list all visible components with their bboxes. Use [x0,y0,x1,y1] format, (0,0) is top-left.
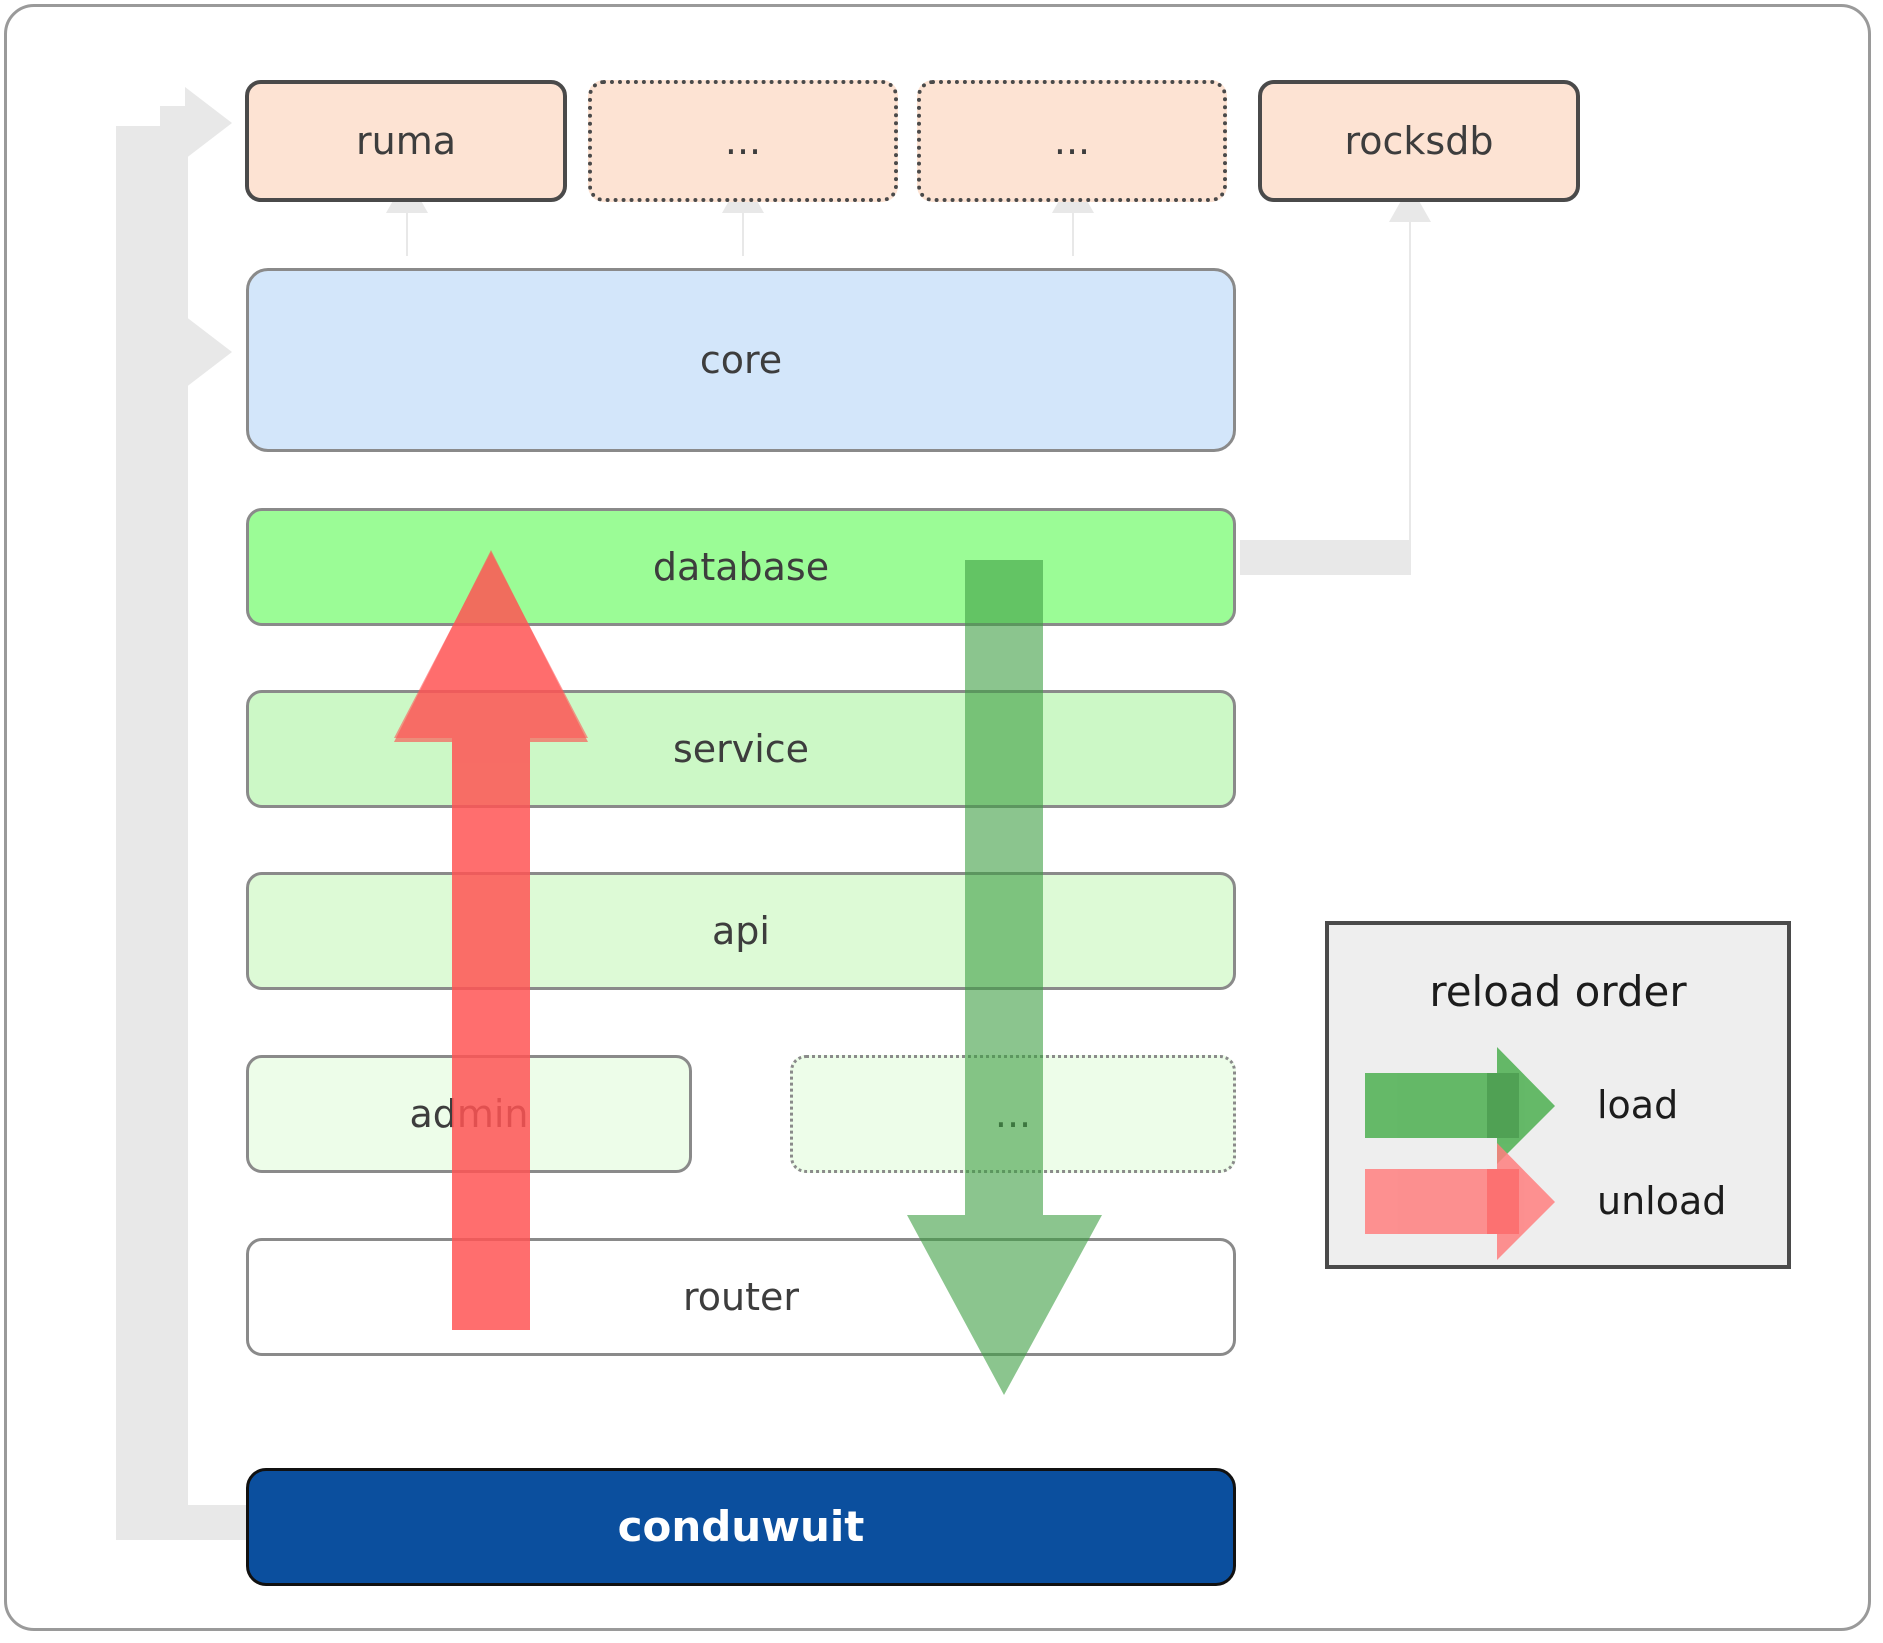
legend-title: reload order [1429,967,1687,1016]
diagram-frame [4,4,1871,1631]
layer-box-database[interactable]: database [246,508,1236,626]
layer-label-dots3: ... [994,1092,1032,1136]
layer-box-router[interactable]: router [246,1238,1236,1356]
crate-label-ruma: ruma [355,119,456,163]
layer-label-database: database [652,545,830,589]
binary-label-conduwuit: conduwuit [617,1502,865,1551]
legend-unload-arrow [1365,1143,1555,1260]
crate-label-dots2: ... [1053,119,1091,163]
layer-label-api: api [712,909,770,953]
crate-label-rocksdb: rocksdb [1344,119,1494,163]
binary-box-conduwuit[interactable]: conduwuit [246,1468,1236,1586]
layer-label-router: router [682,1275,800,1319]
legend-arrows [1365,1047,1555,1260]
crate-box-dots2[interactable]: ... [917,80,1227,202]
legend-label-unload: unload [1597,1179,1727,1223]
layer-box-core[interactable]: core [246,268,1236,452]
crate-box-ruma[interactable]: ruma [245,80,567,202]
layer-label-admin: admin [409,1092,529,1136]
crate-box-dots1[interactable]: ... [588,80,898,202]
layer-label-service: service [672,727,810,771]
layer-label-core: core [699,338,783,382]
layer-box-admin[interactable]: admin [246,1055,692,1173]
layer-box-dots3[interactable]: ... [790,1055,1236,1173]
layer-box-api[interactable]: api [246,872,1236,990]
legend-label-load: load [1597,1083,1679,1127]
crate-label-dots1: ... [724,119,762,163]
layer-box-service[interactable]: service [246,690,1236,808]
legend-load-arrow [1365,1047,1555,1164]
legend-box: reload order load unload [1325,921,1791,1269]
crate-box-rocksdb[interactable]: rocksdb [1258,80,1580,202]
